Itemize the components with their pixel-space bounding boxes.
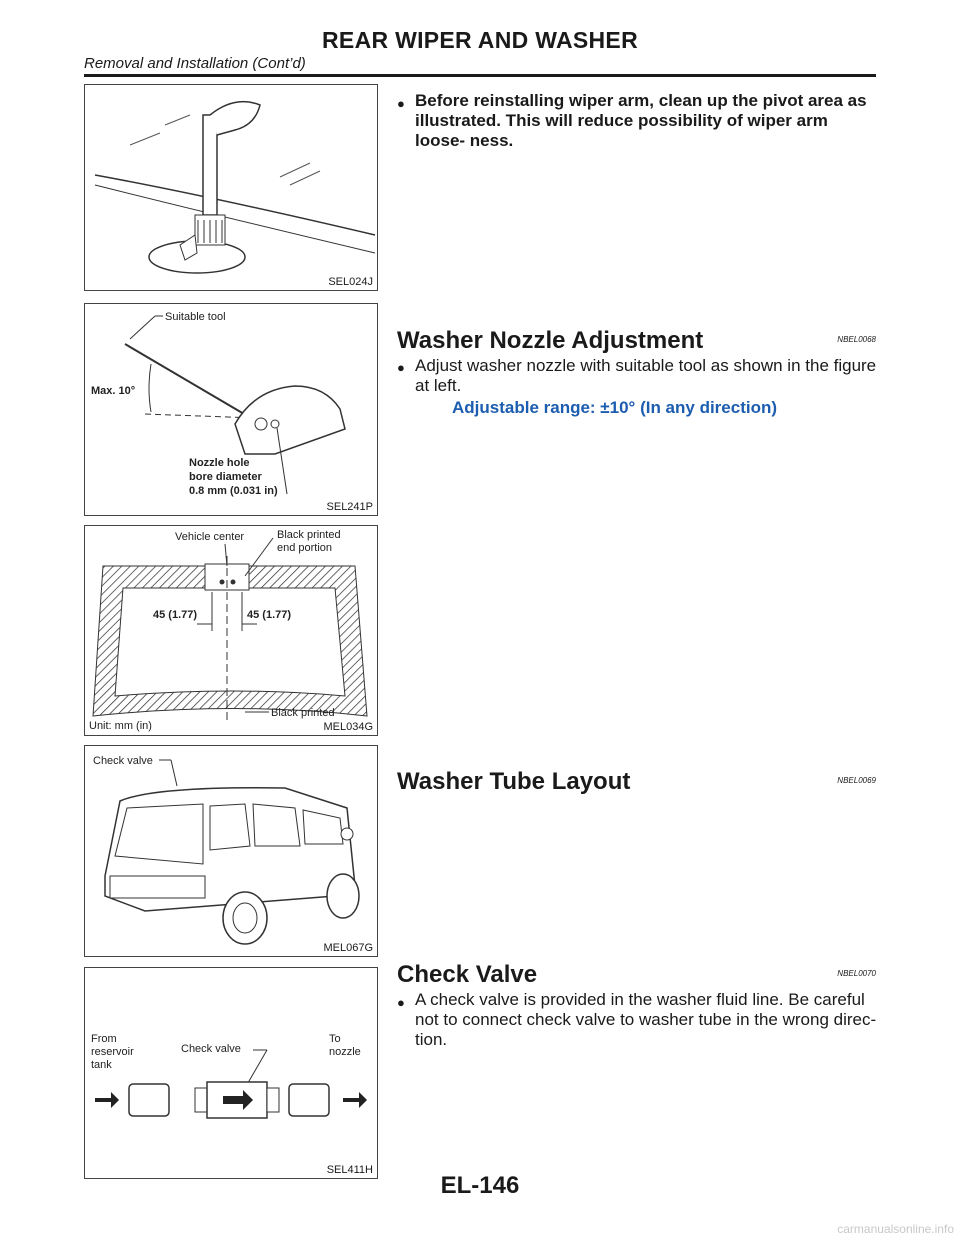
label-check-valve: Check valve [93,755,153,767]
nozzle-adjust-illustration: Suitable tool Max. 10° Nozzle hole bore … [91,311,346,497]
section-title-check: Check Valve [397,961,538,988]
check-valve-illustration: From reservoir tank Check valve To nozzl… [91,1033,367,1119]
figure-code: SEL411H [326,1164,373,1176]
label-nozzle-hole: Nozzle hole [189,457,250,469]
label-suitable-tool: Suitable tool [165,311,226,323]
figure-wiper-pivot: SEL024J [84,84,378,291]
section-title-nozzle: Washer Nozzle Adjustment [397,327,704,354]
figure-nozzle-adjust: Suitable tool Max. 10° Nozzle hole bore … [84,303,378,516]
bullet-icon: ● [397,995,405,1010]
figure-code: MEL034G [323,721,373,733]
figure-check-valve: From reservoir tank Check valve To nozzl… [84,967,378,1179]
ref-code-tube: NBEL0069 [837,776,876,785]
wiper-note-text: Before reinstalling wiper arm, clean up … [415,91,867,150]
page-number: EL-146 [440,1172,520,1199]
header-rule [84,74,876,77]
label-to: To [329,1033,341,1045]
section-title-tube: Washer Tube Layout [397,768,631,795]
page-subtitle: Removal and Installation (Cont’d) [84,55,306,72]
label-tank: tank [91,1059,112,1071]
page-title: REAR WIPER AND WASHER [322,27,638,53]
figure-code: SEL241P [326,501,373,513]
bullet-icon: ● [397,360,405,375]
label-max-angle: Max. 10° [91,385,135,397]
nozzle-text: Adjust washer nozzle with suitable tool … [415,356,877,395]
check-text: A check valve is provided in the washer … [415,990,877,1049]
label-dim-right: 45 (1.77) [247,609,291,621]
label-unit: Unit: mm (in) [89,720,152,732]
watermark: carmanualsonline.info [837,1222,954,1236]
label-vehicle-center: Vehicle center [175,531,244,543]
label-black-printed-1: Black printed [277,529,341,541]
figure-code: MEL067G [323,942,373,954]
label-diameter-value: 0.8 mm (0.031 in) [189,485,278,497]
vehicle-illustration: Check valve [93,755,360,945]
wiper-pivot-illustration [94,100,376,274]
figure-tube-layout: Check valve MEL067G [84,745,378,957]
bullet-icon: ● [397,96,405,111]
label-end-portion: end portion [277,542,332,554]
figure-code: SEL024J [328,276,373,288]
ref-code-nozzle: NBEL0068 [837,335,876,344]
label-reservoir: reservoir [91,1046,134,1058]
rear-window-illustration: 45 (1.77) 45 (1.77) Vehicle center Black… [89,529,368,732]
figure-nozzle-position: 45 (1.77) 45 (1.77) Vehicle center Black… [84,525,378,736]
label-dim-left: 45 (1.77) [153,609,197,621]
label-from: From [91,1033,117,1045]
label-black-printed-bottom: Black printed [271,707,335,719]
ref-code-check: NBEL0070 [837,969,876,978]
label-check-valve: Check valve [181,1043,241,1055]
label-bore-diameter: bore diameter [189,471,262,483]
nozzle-spec: Adjustable range: ±10° (In any direction… [452,398,778,417]
label-nozzle: nozzle [329,1046,361,1058]
